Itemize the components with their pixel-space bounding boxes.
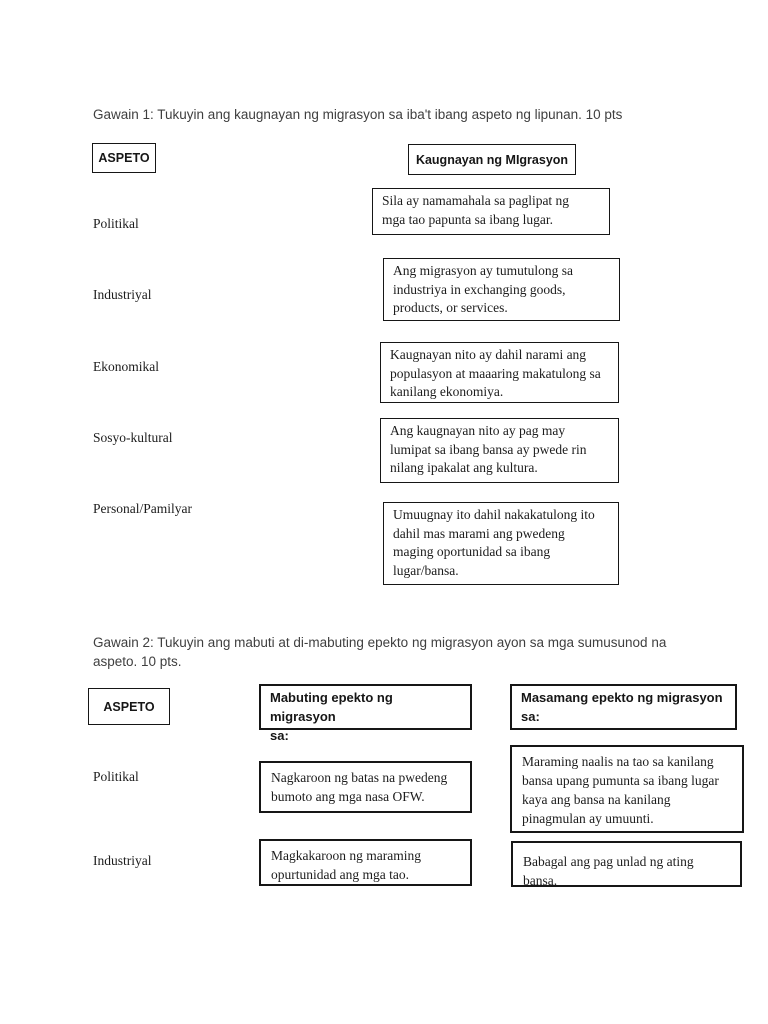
gawain2-aspeto-label-politikal: Politikal bbox=[93, 769, 139, 784]
gawain1-answer-box-politikal: Sila ay namamahala sa paglipat ng mga ta… bbox=[372, 188, 610, 235]
gawain1-kaugnayan-header-box: Kaugnayan ng MIgrasyon bbox=[408, 144, 576, 175]
gawain1-aspeto-label-sosyo-kultural: Sosyo-kultural bbox=[93, 430, 173, 445]
gawain2-mabuti-box-politikal: Nagkaroon ng batas na pwedeng bumoto ang… bbox=[259, 761, 472, 813]
gawain1-answer-box-personal-pamilyar: Umuugnay ito dahil nakakatulong ito dahi… bbox=[383, 502, 619, 585]
gawain1-aspeto-label-personal-pamilyar: Personal/Pamilyar bbox=[93, 501, 192, 516]
gawain2-mabuti-box-industriyal: Magkakaroon ng maraming opurtunidad ang … bbox=[259, 839, 472, 886]
gawain1-aspeto-label-ekonomikal: Ekonomikal bbox=[93, 359, 159, 374]
gawain2-heading: Gawain 2: Tukuyin ang mabuti at di-mabut… bbox=[93, 635, 667, 669]
gawain1-aspeto-label-politikal: Politikal bbox=[93, 216, 139, 231]
gawain2-masama-header-box: Masamang epekto ng migrasyon sa: bbox=[510, 684, 737, 730]
gawain1-answer-box-sosyo-kultural: Ang kaugnayan nito ay pag may lumipat sa… bbox=[380, 418, 619, 483]
gawain1-answer-box-industriyal: Ang migrasyon ay tumutulong sa industriy… bbox=[383, 258, 620, 321]
gawain2-aspeto-label-industriyal: Industriyal bbox=[93, 853, 152, 868]
gawain1-aspeto-label-industriyal: Industriyal bbox=[93, 287, 152, 302]
gawain1-aspeto-header-box: ASPETO bbox=[92, 143, 156, 173]
gawain2-masama-box-politikal: Maraming naalis na tao sa kanilang bansa… bbox=[510, 745, 744, 833]
gawain1-heading: Gawain 1: Tukuyin ang kaugnayan ng migra… bbox=[93, 107, 623, 122]
gawain1-answer-box-ekonomikal: Kaugnayan nito ay dahil narami ang popul… bbox=[380, 342, 619, 403]
gawain2-masama-box-industriyal: Babagal ang pag unlad ng ating bansa. bbox=[511, 841, 742, 888]
gawain2-mabuti-header-box: Mabuting epekto ng migrasyon sa: bbox=[259, 684, 472, 743]
gawain2-aspeto-header-box: ASPETO bbox=[88, 688, 170, 725]
